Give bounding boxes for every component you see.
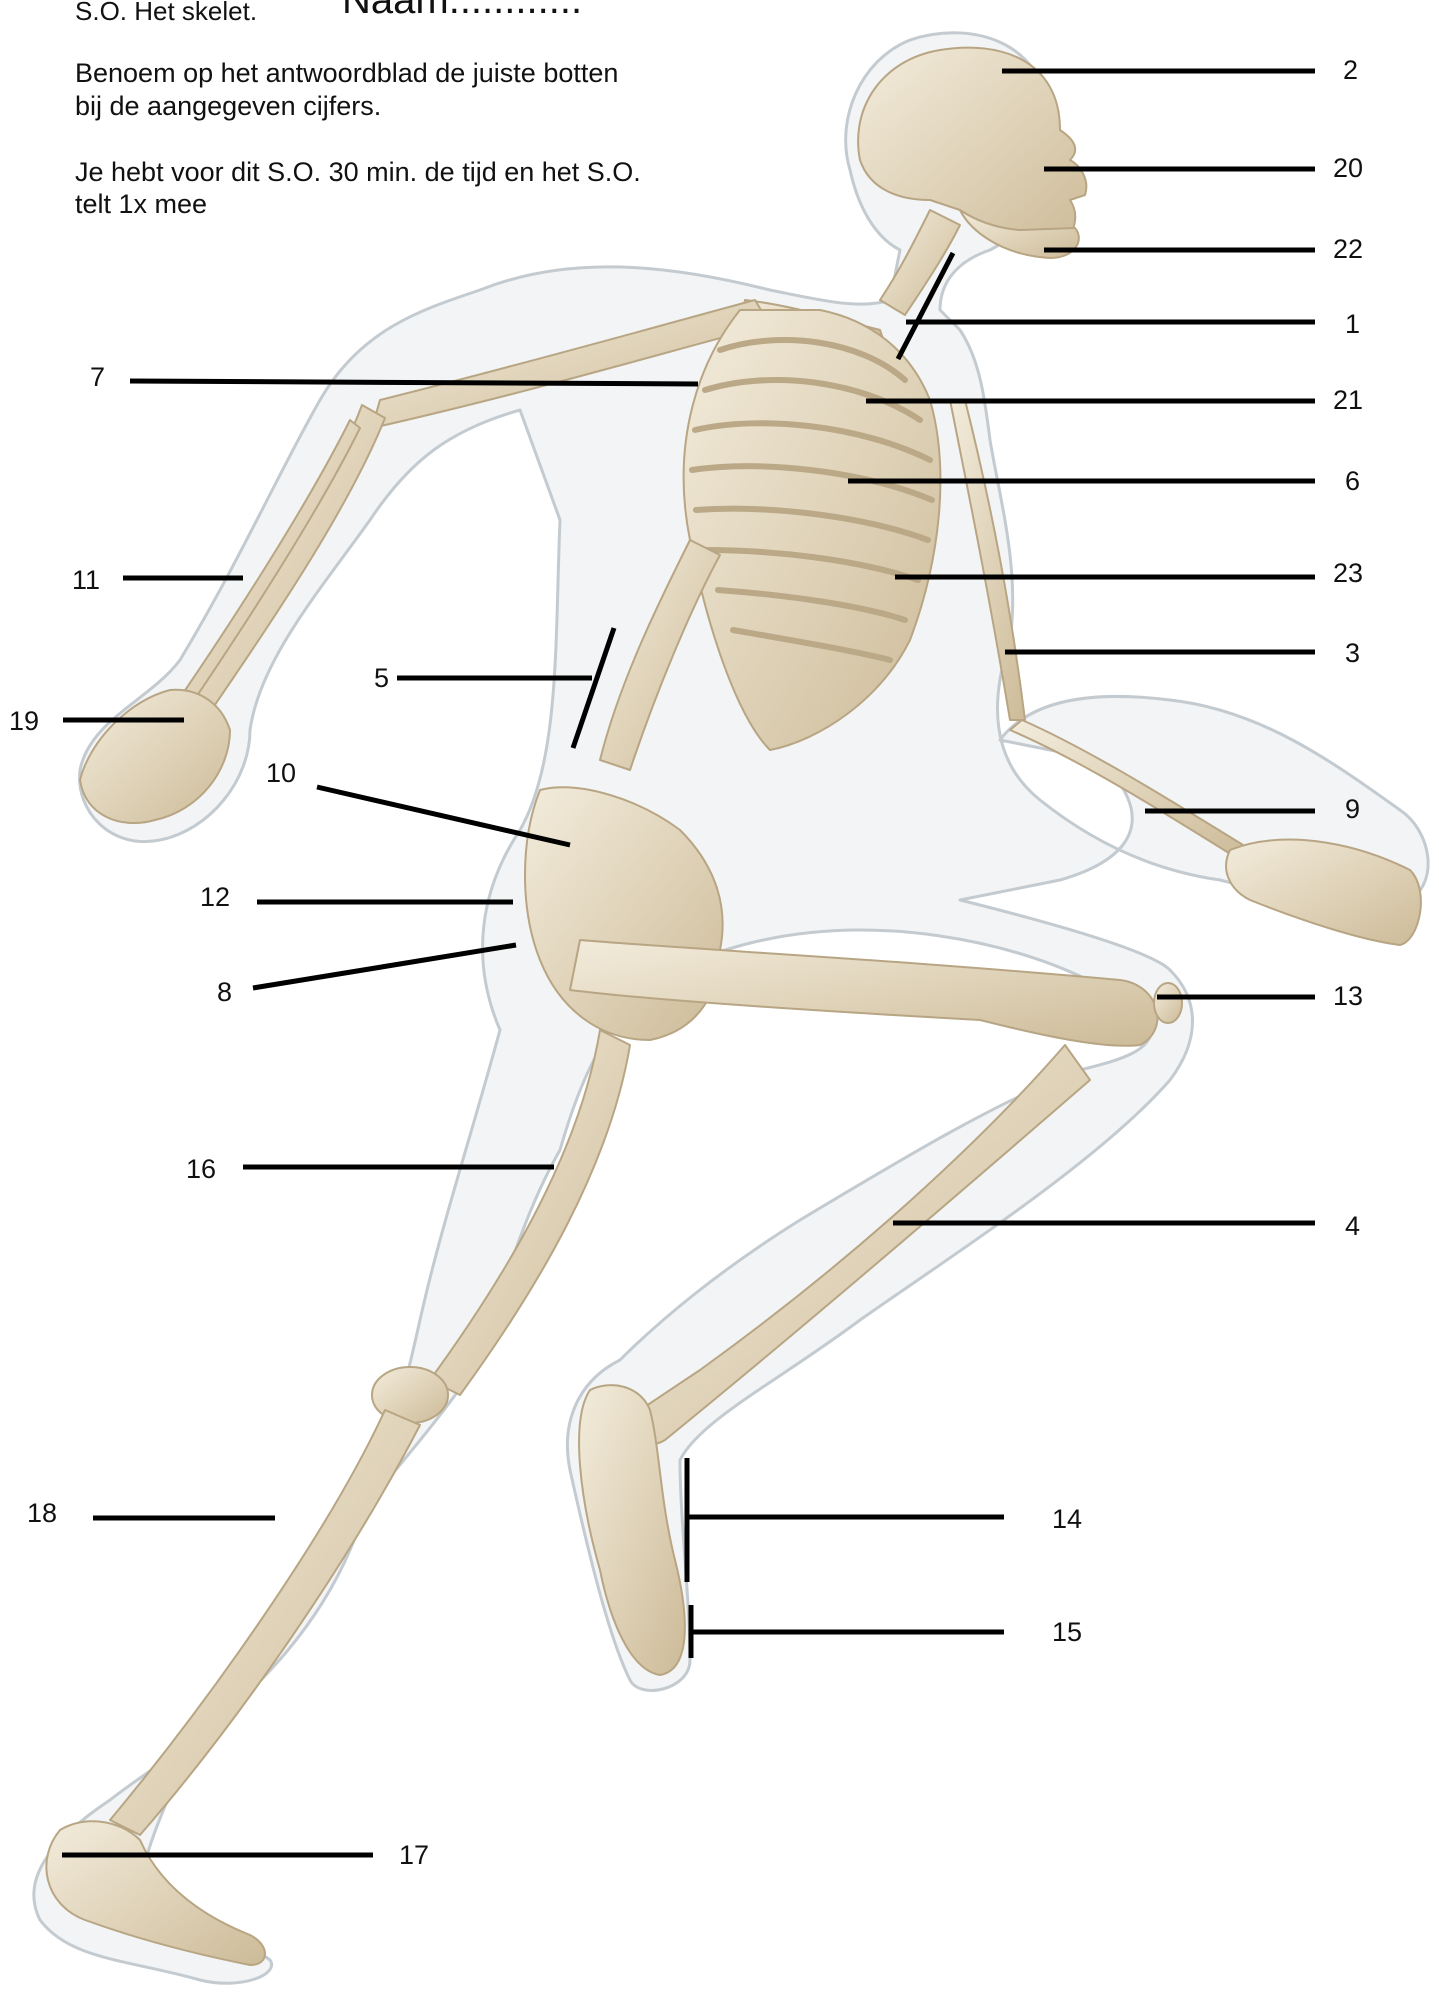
tibia-front bbox=[632, 1045, 1090, 1445]
instruction-line-4: telt 1x mee bbox=[75, 189, 715, 220]
label-5: 5 bbox=[374, 665, 389, 692]
label-9: 9 bbox=[1345, 796, 1360, 823]
label-10: 10 bbox=[266, 760, 296, 787]
instruction-line-3: Je hebt voor dit S.O. 30 min. de tijd en… bbox=[75, 157, 715, 188]
label-7: 7 bbox=[90, 364, 105, 391]
label-20: 20 bbox=[1333, 155, 1363, 182]
label-12: 12 bbox=[200, 884, 230, 911]
worksheet-title: S.O. Het skelet. bbox=[75, 0, 257, 27]
label-1: 1 bbox=[1345, 311, 1360, 338]
leader-line-8 bbox=[253, 945, 516, 988]
patella bbox=[1154, 983, 1182, 1023]
label-2: 2 bbox=[1343, 57, 1358, 84]
forearm-left bbox=[190, 405, 385, 712]
tibia-back bbox=[110, 1410, 420, 1835]
bones bbox=[46, 48, 1421, 1965]
leader-line-7 bbox=[130, 381, 698, 384]
label-19: 19 bbox=[9, 708, 39, 735]
label-16: 16 bbox=[186, 1156, 216, 1183]
label-18: 18 bbox=[27, 1500, 57, 1527]
label-13: 13 bbox=[1333, 983, 1363, 1010]
instruction-line-2: bij de aangegeven cijfers. bbox=[75, 91, 715, 122]
label-8: 8 bbox=[217, 979, 232, 1006]
label-22: 22 bbox=[1333, 236, 1363, 263]
instruction-line-1: Benoem op het antwoordblad de juiste bot… bbox=[75, 58, 715, 89]
label-6: 6 bbox=[1345, 468, 1360, 495]
label-4: 4 bbox=[1345, 1213, 1360, 1240]
label-14: 14 bbox=[1052, 1506, 1082, 1533]
label-3: 3 bbox=[1345, 640, 1360, 667]
label-23: 23 bbox=[1333, 560, 1363, 587]
name-field: Naam............ bbox=[342, 0, 582, 23]
label-11: 11 bbox=[72, 567, 100, 594]
label-15: 15 bbox=[1052, 1619, 1082, 1646]
label-21: 21 bbox=[1333, 387, 1363, 414]
label-17: 17 bbox=[399, 1842, 429, 1869]
